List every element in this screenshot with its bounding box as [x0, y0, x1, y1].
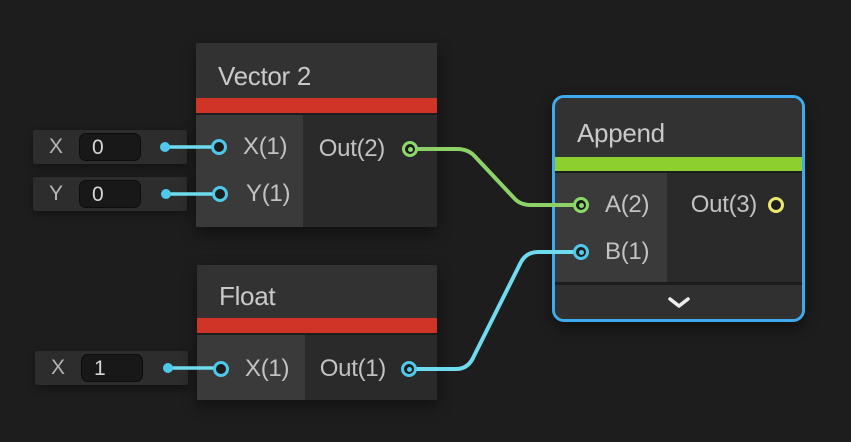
- control-label: Y: [48, 182, 63, 205]
- number-input[interactable]: 0: [79, 133, 141, 161]
- port-append-b-input[interactable]: [573, 244, 589, 260]
- node-title: Vector 2: [218, 61, 311, 91]
- inline-control-x1: X 1: [35, 351, 188, 385]
- node-input-column: [196, 115, 303, 227]
- node-vector2[interactable]: Vector 2: [196, 43, 437, 227]
- node-append[interactable]: Append: [552, 95, 805, 322]
- number-value: 1: [94, 356, 106, 380]
- node-vector2-titlebar[interactable]: Vector 2: [196, 43, 437, 98]
- node-body: [196, 115, 437, 227]
- port-append-out-output[interactable]: [768, 197, 784, 213]
- port-label-vector2-y: Y(1): [246, 180, 291, 207]
- control-label: X: [50, 356, 65, 379]
- node-float-titlebar[interactable]: Float: [197, 265, 437, 318]
- node-append-titlebar[interactable]: Append: [555, 98, 802, 157]
- node-type-stripe: [197, 318, 437, 335]
- chevron-down-icon: [667, 296, 690, 308]
- node-title: Append: [577, 118, 665, 148]
- control-connector-dot-y0[interactable]: [161, 189, 171, 199]
- node-body: [197, 335, 437, 400]
- port-vector2-out-output[interactable]: [402, 141, 418, 157]
- port-float-x-input[interactable]: [213, 361, 229, 377]
- number-value: 0: [92, 182, 104, 206]
- port-label-append-out: Out(3): [690, 191, 758, 218]
- node-title: Float: [219, 281, 276, 311]
- number-input[interactable]: 0: [79, 180, 141, 208]
- collapse-preview-button[interactable]: [555, 282, 802, 319]
- port-label-float-x: X(1): [245, 355, 290, 382]
- port-vector2-x-input[interactable]: [211, 139, 227, 155]
- control-connector-dot-x1[interactable]: [163, 363, 173, 373]
- port-label-append-b: B(1): [605, 238, 650, 265]
- control-connector-dot-x0[interactable]: [160, 142, 170, 152]
- number-value: 0: [92, 135, 104, 159]
- node-type-stripe: [555, 157, 802, 173]
- port-append-a-input[interactable]: [573, 197, 589, 213]
- port-label-vector2-x: X(1): [243, 133, 288, 160]
- port-label-vector2-out: Out(2): [318, 135, 386, 162]
- node-float[interactable]: Float: [197, 265, 437, 400]
- number-input[interactable]: 1: [81, 354, 143, 382]
- node-body: [555, 173, 802, 282]
- port-float-out-output[interactable]: [401, 361, 417, 377]
- port-label-append-a: A(2): [605, 191, 650, 218]
- port-vector2-y-input[interactable]: [212, 186, 228, 202]
- control-label: X: [48, 135, 63, 158]
- node-type-stripe: [196, 98, 437, 115]
- port-label-float-out: Out(1): [319, 355, 387, 382]
